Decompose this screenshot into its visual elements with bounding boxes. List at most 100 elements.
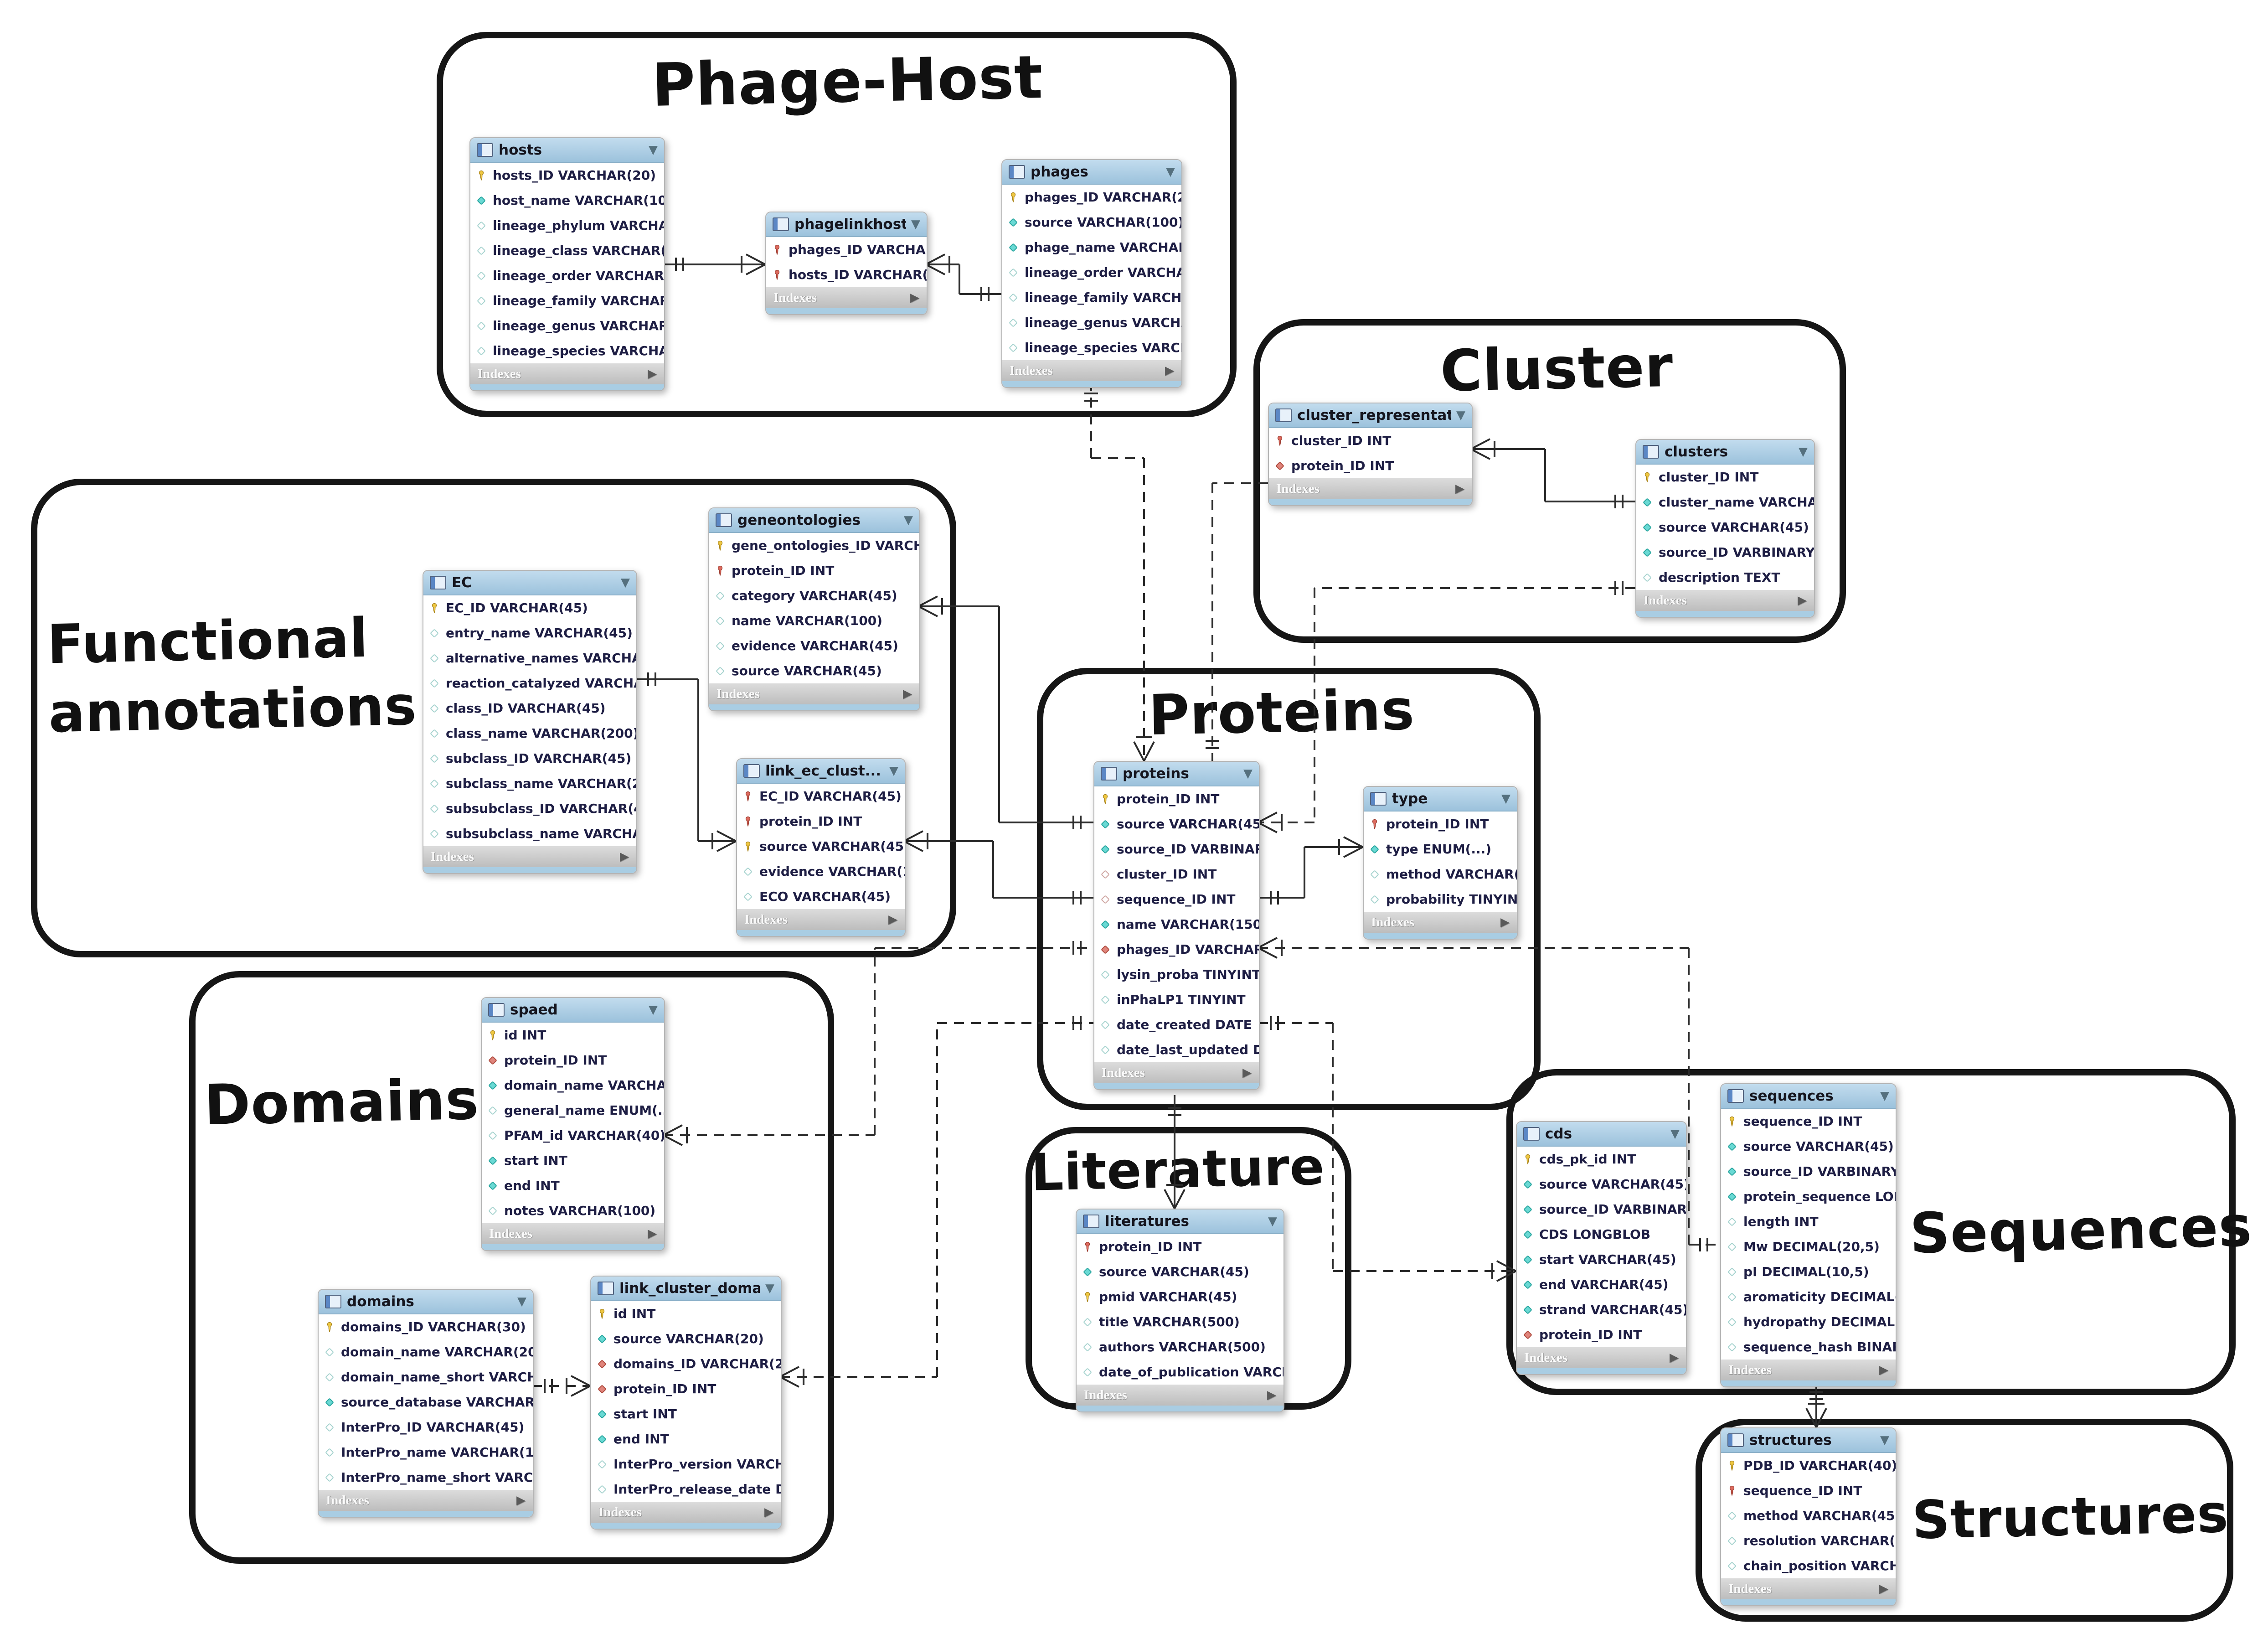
column-row[interactable]: reaction_catalyzed VARCHAR(300) bbox=[423, 671, 636, 696]
column-row[interactable]: protein_ID INT bbox=[709, 558, 919, 583]
column-row[interactable]: class_name VARCHAR(200) bbox=[423, 721, 636, 746]
collapse-arrow-icon[interactable]: ▼ bbox=[904, 513, 913, 527]
column-row[interactable]: protein_sequence LONGBL... bbox=[1721, 1184, 1896, 1209]
indexes-bar[interactable]: Indexes▶ bbox=[709, 683, 919, 704]
table-link-ec-cluster[interactable]: link_ec_clust...▼EC_ID VARCHAR(45)protei… bbox=[736, 758, 906, 937]
collapse-arrow-icon[interactable]: ▼ bbox=[911, 217, 920, 231]
column-row[interactable]: lineage_class VARCHAR(100) bbox=[470, 238, 664, 263]
column-row[interactable]: source VARCHAR(100) bbox=[1002, 210, 1181, 235]
column-row[interactable]: lineage_phylum VARCHAR(10... bbox=[470, 213, 664, 238]
column-row[interactable]: category VARCHAR(45) bbox=[709, 583, 919, 608]
column-row[interactable]: InterPro_ID VARCHAR(45) bbox=[319, 1415, 533, 1440]
indexes-bar[interactable]: Indexes▶ bbox=[1364, 912, 1517, 933]
column-row[interactable]: lineage_family VARCHAR(100) bbox=[470, 288, 664, 313]
table-hosts[interactable]: hosts▼hosts_ID VARCHAR(20)host_name VARC… bbox=[469, 137, 665, 391]
table-phagelinkhost[interactable]: phagelinkhost▼phages_ID VARCHAR(2...host… bbox=[765, 212, 928, 315]
expand-arrow-icon[interactable]: ▶ bbox=[1242, 1066, 1252, 1080]
indexes-bar[interactable]: Indexes▶ bbox=[1269, 478, 1472, 499]
column-row[interactable]: probability TINYINT bbox=[1364, 887, 1517, 912]
column-row[interactable]: method VARCHAR(45) bbox=[1721, 1503, 1896, 1528]
expand-arrow-icon[interactable]: ▶ bbox=[648, 367, 657, 381]
column-row[interactable]: subclass_ID VARCHAR(45) bbox=[423, 746, 636, 771]
table-header-phages[interactable]: phages▼ bbox=[1002, 160, 1181, 185]
collapse-arrow-icon[interactable]: ▼ bbox=[765, 1282, 774, 1295]
column-row[interactable]: lineage_order VARCHAR(100) bbox=[470, 263, 664, 288]
table-header-clusters[interactable]: clusters▼ bbox=[1636, 440, 1814, 465]
expand-arrow-icon[interactable]: ▶ bbox=[1879, 1363, 1888, 1377]
collapse-arrow-icon[interactable]: ▼ bbox=[1268, 1215, 1277, 1228]
column-row[interactable]: source VARCHAR(20) bbox=[591, 1326, 781, 1351]
column-row[interactable]: end INT bbox=[482, 1173, 664, 1198]
indexes-bar[interactable]: Indexes▶ bbox=[1636, 590, 1814, 611]
table-header-spaed[interactable]: spaed▼ bbox=[482, 998, 664, 1023]
table-header-literatures[interactable]: literatures▼ bbox=[1077, 1210, 1283, 1234]
table-structures[interactable]: structures▼PDB_ID VARCHAR(40)sequence_ID… bbox=[1720, 1427, 1897, 1606]
column-row[interactable]: EC_ID VARCHAR(45) bbox=[737, 784, 905, 809]
table-header-cds[interactable]: cds▼ bbox=[1517, 1122, 1686, 1147]
column-row[interactable]: host_name VARCHAR(100) bbox=[470, 188, 664, 213]
column-row[interactable]: Mw DECIMAL(20,5) bbox=[1721, 1234, 1896, 1259]
column-row[interactable]: sequence_ID INT bbox=[1721, 1109, 1896, 1134]
column-row[interactable]: id INT bbox=[591, 1301, 781, 1326]
column-row[interactable]: title VARCHAR(500) bbox=[1077, 1309, 1283, 1334]
column-row[interactable]: hosts_ID VARCHAR(20) bbox=[470, 163, 664, 188]
column-row[interactable]: EC_ID VARCHAR(45) bbox=[423, 595, 636, 620]
column-row[interactable]: domains_ID VARCHAR(20) bbox=[591, 1351, 781, 1376]
expand-arrow-icon[interactable]: ▶ bbox=[1879, 1582, 1888, 1596]
column-row[interactable]: lineage_family VARCHAR(100) bbox=[1002, 285, 1181, 310]
indexes-bar[interactable]: Indexes▶ bbox=[423, 846, 636, 867]
column-row[interactable]: sequence_ID INT bbox=[1721, 1478, 1896, 1503]
column-row[interactable]: strand VARCHAR(45) bbox=[1517, 1297, 1686, 1322]
column-row[interactable]: lineage_genus VARCHAR(100) bbox=[1002, 310, 1181, 335]
table-header-type[interactable]: type▼ bbox=[1364, 787, 1517, 812]
column-row[interactable]: general_name ENUM(...) bbox=[482, 1098, 664, 1123]
column-row[interactable]: subclass_name VARCHAR(200) bbox=[423, 771, 636, 796]
table-geneontologies[interactable]: geneontologies▼gene_ontologies_ID VARCHA… bbox=[708, 507, 920, 711]
column-row[interactable]: cluster_ID INT bbox=[1269, 428, 1472, 453]
column-row[interactable]: resolution VARCHAR(45) bbox=[1721, 1528, 1896, 1553]
column-row[interactable]: phages_ID VARCHAR(2... bbox=[766, 237, 927, 262]
collapse-arrow-icon[interactable]: ▼ bbox=[1880, 1089, 1889, 1103]
column-row[interactable]: pmid VARCHAR(45) bbox=[1077, 1284, 1283, 1309]
column-row[interactable]: name VARCHAR(150) bbox=[1094, 912, 1259, 937]
indexes-bar[interactable]: Indexes▶ bbox=[1077, 1385, 1283, 1406]
column-row[interactable]: domain_name VARCHAR(20... bbox=[482, 1073, 664, 1098]
column-row[interactable]: phage_name VARCHAR(100) bbox=[1002, 235, 1181, 260]
collapse-arrow-icon[interactable]: ▼ bbox=[1799, 445, 1808, 459]
column-row[interactable]: cluster_name VARCHAR(10... bbox=[1636, 490, 1814, 515]
column-row[interactable]: start INT bbox=[591, 1401, 781, 1427]
table-header-hosts[interactable]: hosts▼ bbox=[470, 138, 664, 163]
column-row[interactable]: subsubclass_name VARCHAR(20... bbox=[423, 821, 636, 846]
column-row[interactable]: date_last_updated DATE bbox=[1094, 1037, 1259, 1062]
column-row[interactable]: subsubclass_ID VARCHAR(45) bbox=[423, 796, 636, 821]
column-row[interactable]: protein_ID INT bbox=[1094, 786, 1259, 812]
expand-arrow-icon[interactable]: ▶ bbox=[1455, 482, 1464, 496]
column-row[interactable]: source VARCHAR(45) bbox=[1094, 812, 1259, 837]
table-domains[interactable]: domains▼domains_ID VARCHAR(30)domain_nam… bbox=[318, 1289, 534, 1518]
collapse-arrow-icon[interactable]: ▼ bbox=[1670, 1127, 1680, 1141]
column-row[interactable]: start VARCHAR(45) bbox=[1517, 1247, 1686, 1272]
column-row[interactable]: lineage_species VARCHAR(100) bbox=[470, 338, 664, 363]
column-row[interactable]: lineage_genus VARCHAR(100) bbox=[470, 313, 664, 338]
column-row[interactable]: phages_ID VARCHAR(20) bbox=[1094, 937, 1259, 962]
column-row[interactable]: source VARCHAR(45) bbox=[1077, 1259, 1283, 1284]
column-row[interactable]: CDS LONGBLOB bbox=[1517, 1222, 1686, 1247]
column-row[interactable]: start INT bbox=[482, 1148, 664, 1173]
indexes-bar[interactable]: Indexes▶ bbox=[1094, 1062, 1259, 1083]
column-row[interactable]: end VARCHAR(45) bbox=[1517, 1272, 1686, 1297]
column-row[interactable]: chain_position VARCHAR(10... bbox=[1721, 1553, 1896, 1578]
column-row[interactable]: PFAM_id VARCHAR(40) bbox=[482, 1123, 664, 1148]
expand-arrow-icon[interactable]: ▶ bbox=[1165, 364, 1174, 377]
column-row[interactable]: lineage_species VARCHAR(10... bbox=[1002, 335, 1181, 360]
column-row[interactable]: protein_ID INT bbox=[1364, 812, 1517, 837]
column-row[interactable]: end INT bbox=[591, 1427, 781, 1452]
column-row[interactable]: entry_name VARCHAR(45) bbox=[423, 620, 636, 646]
indexes-bar[interactable]: Indexes▶ bbox=[482, 1223, 664, 1244]
column-row[interactable]: authors VARCHAR(500) bbox=[1077, 1334, 1283, 1360]
column-row[interactable]: method VARCHAR(100) bbox=[1364, 862, 1517, 887]
